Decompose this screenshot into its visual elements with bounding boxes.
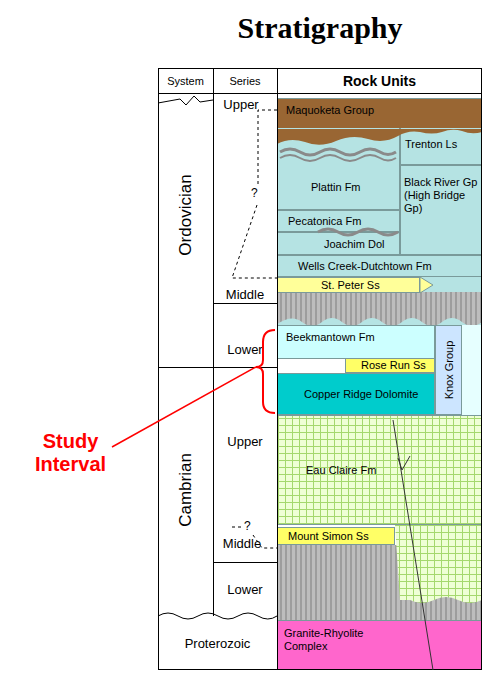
series-name: Middle	[213, 536, 271, 551]
uncertain-boundary	[253, 535, 277, 548]
unit-name: Granite-Rhyolite Complex	[284, 627, 379, 653]
uncertainty-mark: ?	[251, 186, 265, 200]
unit-name: Pecatonica Fm	[288, 215, 397, 228]
uncertainty-mark: ?	[244, 519, 258, 533]
column-header: Rock Units	[277, 73, 482, 89]
break-mark	[158, 96, 213, 105]
rock-unit-band: Granite-Rhyolite Complex	[277, 620, 482, 670]
unit-name: Rose Run Ss	[361, 359, 432, 372]
unit-name: Beekmantown Fm	[286, 331, 432, 344]
rock-unit-band: Joachim Dol	[277, 232, 400, 255]
unit-name: Mount Simon Ss	[288, 530, 392, 543]
unit-name: Joachim Dol	[324, 238, 397, 251]
eau-claire-extension	[395, 525, 482, 603]
rock-unit-band: Rose Run Ss	[345, 358, 435, 373]
rock-unit-band: St. Peter Ss	[277, 277, 420, 293]
column-header: Series	[213, 75, 277, 88]
rock-unit-band: Wells Creek-Dutchtown Fm	[277, 255, 482, 277]
system-boundary	[158, 613, 277, 619]
unit-name: Trenton Ls	[405, 138, 479, 151]
unit-name: Copper Ridge Dolomite	[304, 388, 432, 401]
series-boundary	[213, 303, 277, 304]
unconformity-wave	[280, 155, 396, 161]
uncertain-boundary	[258, 110, 277, 184]
rock-unit-band: Eau Claire Fm	[277, 415, 482, 525]
rock-unit-band: Beekmantown Fm	[277, 325, 435, 359]
header-rule	[158, 93, 482, 94]
series-name: Upper	[213, 97, 269, 112]
rock-unit-band: Plattin Fm	[277, 128, 400, 210]
unit-name: Eau Claire Fm	[306, 464, 479, 477]
series-name: Middle	[213, 287, 277, 302]
system-name: Ordovician	[176, 174, 196, 255]
interval-bracket	[256, 330, 275, 413]
uncertain-boundary	[232, 527, 243, 528]
unconformity-wave	[280, 149, 396, 155]
system-name: Proterozoic	[158, 636, 277, 651]
rock-unit-band: Knox Group	[435, 325, 462, 415]
series-name: Lower	[213, 582, 277, 597]
unit-name: Maquoketa Group	[286, 104, 479, 117]
unit-name: Plattin Fm	[311, 181, 397, 194]
ordovician-fill	[277, 98, 482, 325]
fault-arrow	[398, 456, 410, 470]
uncertain-boundary	[232, 205, 277, 278]
unit-name: Black River Gp (High Bridge Gp)	[404, 176, 479, 215]
rock-unit-band: Pecatonica Fm	[277, 210, 400, 232]
maquoketa-base	[277, 129, 482, 145]
column-rule	[213, 68, 214, 616]
series-name: Lower	[213, 342, 277, 357]
interval-callout: Study Interval	[18, 430, 123, 476]
unconformity-wave	[318, 229, 398, 235]
leader-line	[112, 367, 256, 447]
fault-line	[393, 420, 433, 670]
unit-name: Knox Group	[442, 341, 455, 400]
rock-unit-band: Trenton Ls	[400, 128, 482, 165]
rock-unit-band: Copper Ridge Dolomite	[277, 373, 435, 415]
system-name: Cambrian	[176, 453, 196, 527]
unconformity-hatch	[277, 292, 482, 326]
rock-unit-band: Maquoketa Group	[277, 98, 482, 130]
rock-unit-band: Black River Gp (High Bridge Gp)	[400, 165, 482, 255]
system-boundary	[158, 367, 277, 368]
table-frame	[159, 69, 482, 670]
series-boundary	[213, 562, 277, 563]
knox-side-fill	[462, 325, 482, 415]
unit-name: St. Peter Ss	[321, 279, 417, 292]
pinchout-tip	[420, 277, 433, 293]
rock-unit-band: Mount Simon Ss	[277, 527, 395, 545]
column-header: System	[158, 75, 213, 88]
diagram-title: Stratigraphy	[158, 10, 482, 46]
series-name: Upper	[213, 434, 277, 449]
unit-name: Wells Creek-Dutchtown Fm	[298, 260, 479, 273]
column-rule	[277, 68, 278, 670]
